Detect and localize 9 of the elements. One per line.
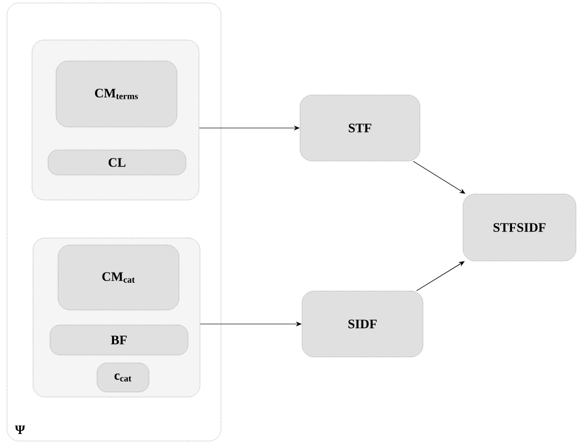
process-box: STF xyxy=(300,94,420,162)
pill-box: CL xyxy=(48,150,186,176)
process-box: CM$_{terms}$ xyxy=(56,60,178,128)
process-box: CM$_{cat}$ xyxy=(58,244,180,310)
pill-box: BF xyxy=(50,324,188,356)
process-box: STFSIDF xyxy=(462,194,576,262)
process-box: SIDF xyxy=(302,290,424,358)
arrow xyxy=(412,160,466,194)
process-box: c$_{cat}$ xyxy=(96,362,150,392)
